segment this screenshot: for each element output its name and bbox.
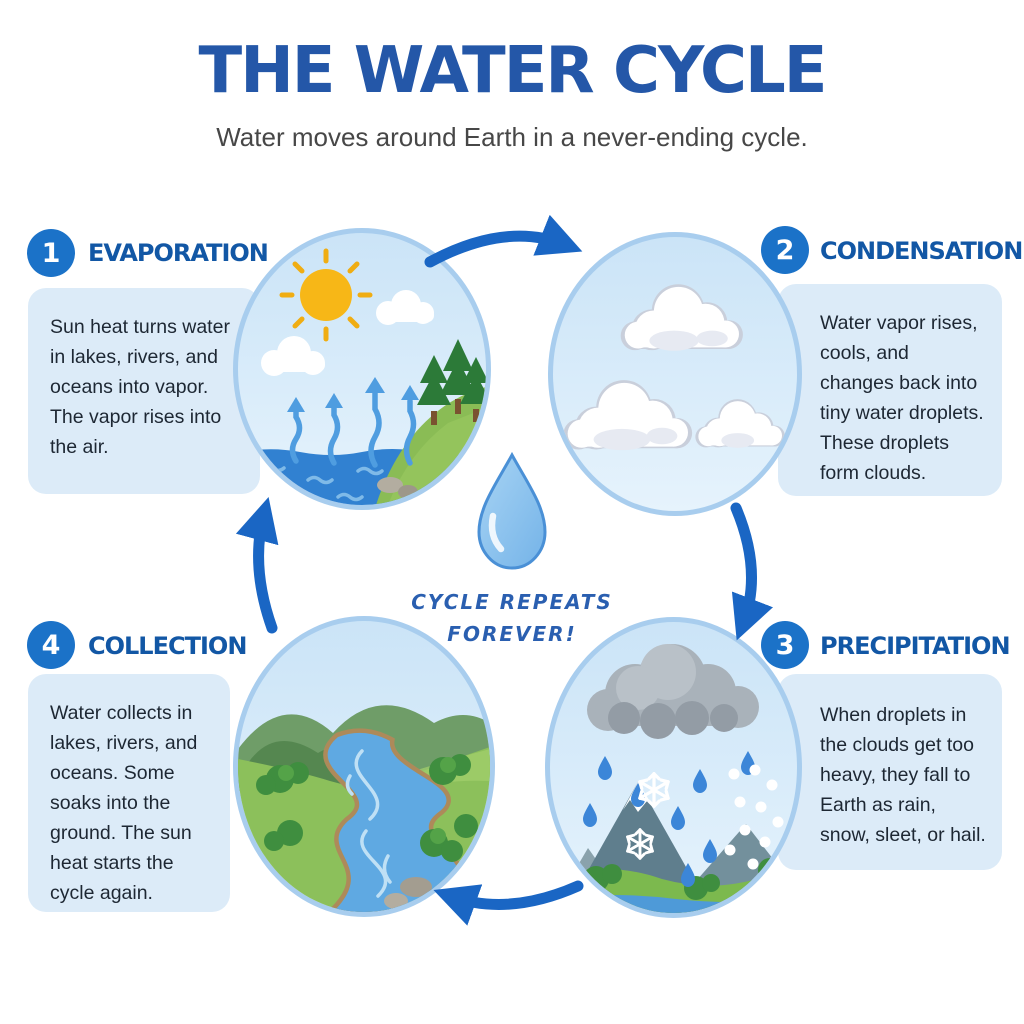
stage-1-number-badge: 1 [27,229,75,277]
rain-cloud-icon [587,644,759,739]
arrow-precipitation-to-collection [433,880,584,926]
stage-4-description-box: Water collects in lakes, rivers, and oce… [28,674,230,912]
condensation-scene [548,232,802,516]
stage-number: 2 [775,234,795,266]
arrow-evaporation-to-condensation [424,214,583,268]
collection-scene [233,616,495,917]
stage-1-description: Sun heat turns water in lakes, rivers, a… [50,316,230,458]
cycle-caption-line1: CYCLE REPEATS [411,590,613,614]
water-droplet-icon [477,451,547,570]
condensation-illustration [563,284,785,451]
arrow-collection-to-evaporation [235,497,279,634]
hail-icon [724,764,784,870]
stage-2-description: Water vapor rises, cools, and changes ba… [820,312,984,484]
cycle-caption: CYCLE REPEATS FOREVER! [362,586,662,650]
stage-4-description: Water collects in lakes, rivers, and oce… [50,702,198,904]
stage-2-description-box: Water vapor rises, cools, and changes ba… [778,284,1002,496]
sun-icon [279,248,373,342]
stage-3-description: When droplets in the clouds get too heav… [820,704,986,846]
stage-2-number-badge: 2 [761,226,809,274]
stage-1-title: EVAPORATION [88,239,269,267]
precipitation-scene [545,617,802,918]
stage-number: 1 [41,237,61,269]
stage-number: 4 [41,629,61,661]
stage-4-title: COLLECTION [88,632,247,660]
evaporation-illustration [238,248,486,505]
bushes-icon [256,754,478,862]
stage-number: 3 [775,629,795,661]
cloud-icon [261,290,434,376]
river-icon [323,728,468,912]
stage-1-description-box: Sun heat turns water in lakes, rivers, a… [28,288,260,494]
evaporation-arrows-icon [287,377,419,468]
cloud-icon [563,284,785,451]
stage-4-number-badge: 4 [27,621,75,669]
stage-2-title: CONDENSATION [820,237,1023,265]
stage-3-number-badge: 3 [761,621,809,669]
page-title: THE WATER CYCLE [198,34,828,108]
pine-trees-icon [417,339,486,425]
arrow-condensation-to-precipitation [730,502,774,641]
precipitation-illustration [550,644,797,913]
evaporation-scene [233,228,491,510]
hill-icon [376,387,486,505]
page-subtitle: Water moves around Earth in a never-endi… [216,122,808,152]
stage-3-title: PRECIPITATION [820,632,1011,660]
stage-3-description-box: When droplets in the clouds get too heav… [778,674,1002,870]
cycle-caption-line2: FOREVER! [447,622,577,646]
